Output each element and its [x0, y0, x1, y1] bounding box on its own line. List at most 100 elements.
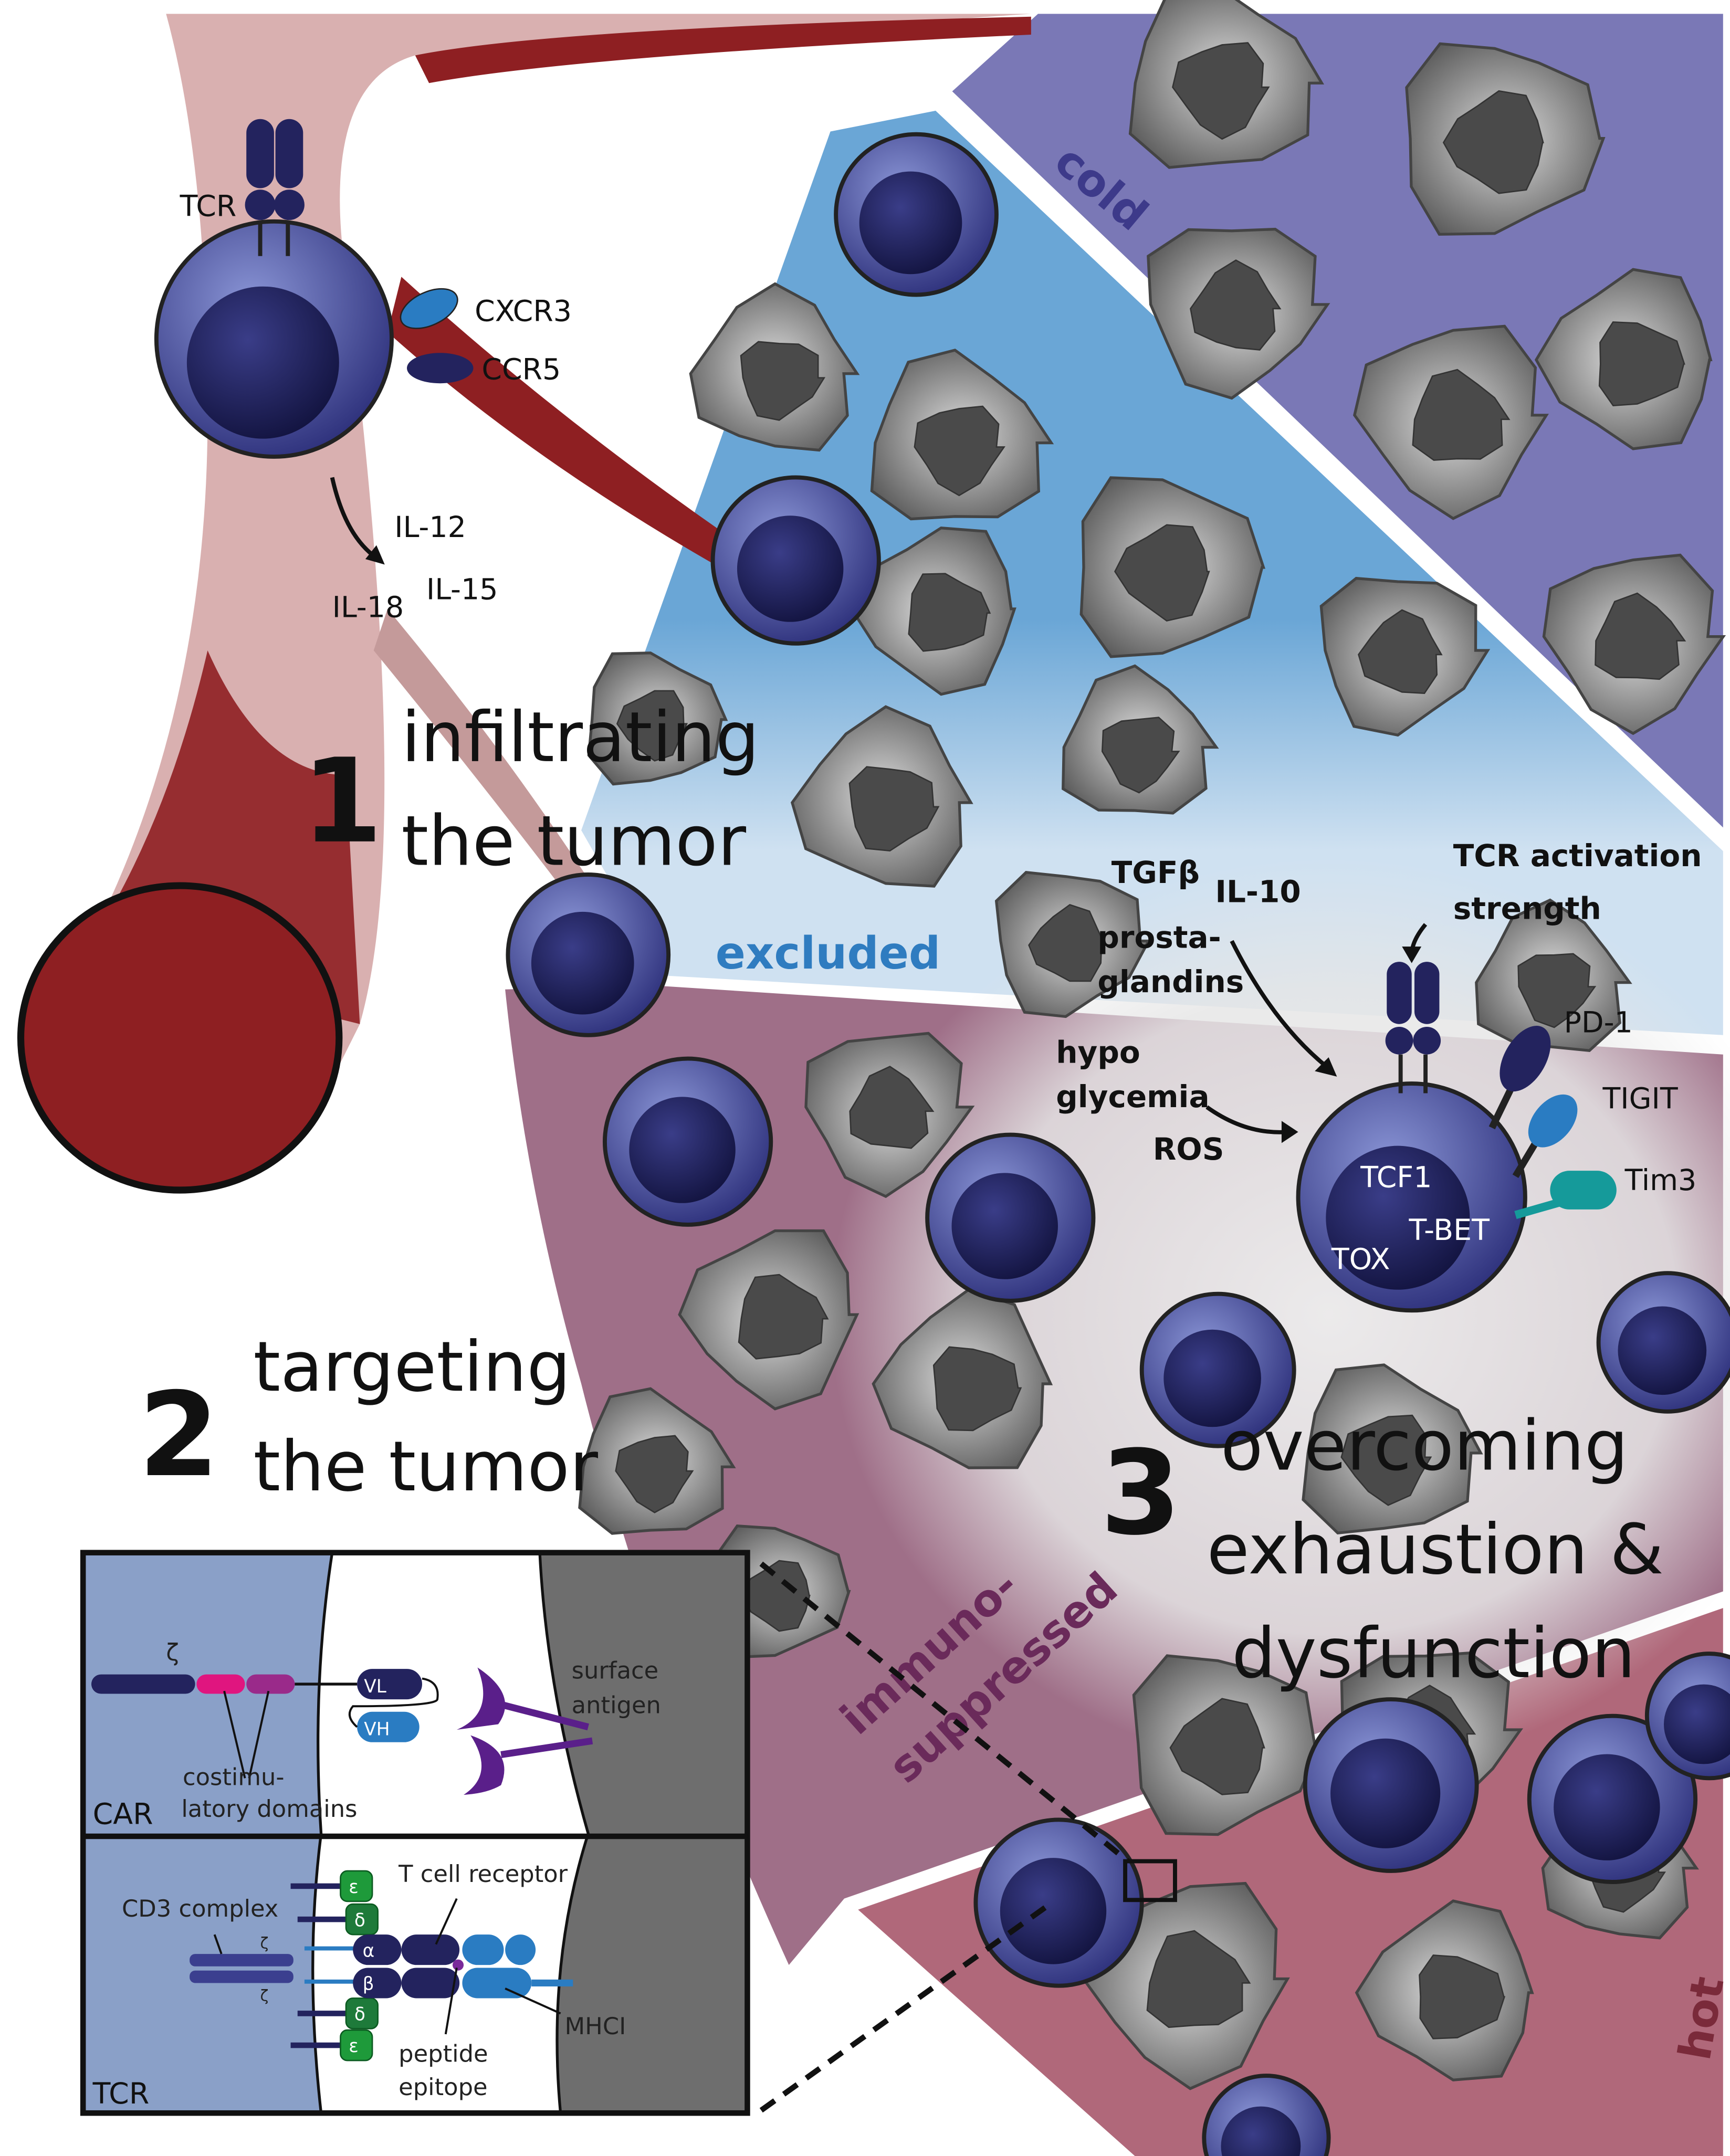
tumor-cell [1147, 227, 1330, 400]
label-tgfb: TGFβ [1112, 855, 1200, 890]
label-ccr5: CCR5 [481, 353, 561, 386]
tumor-cell [850, 526, 1016, 696]
tumor-cell [1405, 42, 1606, 236]
tcr-zeta-2: ζ [260, 1987, 269, 2005]
label-tox: TOX [1331, 1243, 1390, 1276]
tumor-cell [1353, 324, 1549, 520]
t-cell [834, 132, 999, 297]
tcr-receptor-icon [245, 119, 305, 256]
label-hypo: hypo [1056, 1035, 1140, 1070]
cxcr3-receptor-icon [400, 288, 458, 329]
t-cell [1139, 1291, 1296, 1448]
cd3-delta-1: δ [354, 1910, 365, 1931]
t-cell [506, 872, 671, 1037]
tcell-top [154, 119, 474, 565]
pd1-receptor-icon [1488, 1026, 1551, 1130]
tumor-cell [587, 651, 728, 786]
label-surface: surface [572, 1657, 659, 1685]
label-peptide: peptide [399, 2040, 488, 2068]
step3-line1: overcoming [1221, 1406, 1628, 1486]
label-cxcr3: CXCR3 [475, 295, 572, 329]
label-mhci: MHCI [564, 2012, 626, 2040]
cd3-epsilon-1: ε [349, 1877, 359, 1898]
vh-domain [357, 1711, 420, 1742]
vl-domain [357, 1669, 422, 1700]
step3-line2: exhaustion & [1207, 1510, 1664, 1590]
zone-label-excluded: excluded [716, 928, 941, 979]
label-vh: VH [364, 1719, 390, 1740]
zone-cold [952, 14, 1723, 828]
tumor-cell [790, 705, 973, 888]
label-il18: IL-18 [332, 591, 404, 625]
tim3-receptor-icon [1514, 1171, 1617, 1219]
t-cell [1527, 1713, 1698, 1884]
tcr-complex [190, 1870, 573, 2062]
t-cell [973, 1817, 1144, 1988]
t-cell [710, 475, 881, 646]
label-tcr: TCR [180, 190, 237, 223]
tumor-cell [1128, 0, 1324, 169]
tumor-cell [804, 1032, 975, 1198]
label-ros: ROS [1153, 1131, 1224, 1167]
tumor-cell [994, 871, 1151, 1018]
step2-line2: the tumor [253, 1427, 598, 1507]
tumor-cell [1542, 553, 1726, 735]
label-il15: IL-15 [426, 573, 498, 606]
t-cell [1303, 1697, 1479, 1873]
tumor-cell [1132, 1654, 1323, 1836]
t-cell [925, 1132, 1096, 1303]
costim-domain-2 [246, 1674, 295, 1694]
label-strength: strength [1453, 890, 1601, 926]
label-il12: IL-12 [394, 511, 466, 544]
t-cell [1596, 1271, 1730, 1414]
step3-number: 3 [1100, 1426, 1181, 1561]
tumor-cell [872, 1288, 1053, 1469]
antigen-icon-2 [464, 1735, 505, 1795]
tumor-cell [678, 1229, 859, 1411]
label-tcf1: TCF1 [1360, 1161, 1432, 1195]
ccr5-receptor-icon [406, 353, 474, 384]
car-zeta-domain [91, 1674, 195, 1694]
label-cd3: CD3 complex [122, 1895, 278, 1922]
costim-domain-1 [196, 1674, 245, 1694]
inset-label-car: CAR [93, 1797, 153, 1831]
step1-line1: infiltrating [401, 698, 759, 778]
zoom-line-top [759, 1561, 1130, 1864]
label-costim2: latory domains [181, 1795, 357, 1823]
antigen-icon-1 [456, 1667, 506, 1730]
label-glandins: glandins [1097, 964, 1244, 1000]
tcr-zeta-1: ζ [260, 1934, 269, 1952]
t-cell [602, 1056, 773, 1227]
step3-line3: dysfunction [1232, 1614, 1635, 1694]
tumor-cell [689, 282, 860, 452]
tumor-cell [1079, 476, 1266, 658]
tumor-cell [1534, 268, 1713, 450]
tumor-cell [870, 349, 1054, 521]
label-tigit: TIGIT [1602, 1082, 1677, 1116]
tigit-receptor-icon [1512, 1094, 1578, 1179]
step1-line2: the tumor [401, 802, 746, 882]
tcr-alpha: α [363, 1940, 375, 1961]
zoom-line-bottom [759, 1900, 1054, 2113]
label-tcr-activation: TCR activation [1453, 838, 1702, 874]
label-antigen: antigen [572, 1691, 661, 1719]
step2-number: 2 [139, 1368, 219, 1503]
car-zeta: ζ [166, 1638, 179, 1666]
cd3-epsilon-2: ε [349, 2036, 359, 2057]
step1-number: 1 [302, 734, 383, 869]
label-t-cell-receptor: T cell receptor [398, 1860, 568, 1888]
cd3-delta-2: δ [354, 2004, 365, 2025]
tumor-cell [1355, 1899, 1534, 2081]
inset-car-tcr [80, 1550, 750, 2116]
step2-line1: targeting [253, 1327, 571, 1407]
label-tbet: T-BET [1408, 1214, 1490, 1247]
label-glycemia: glycemia [1056, 1079, 1209, 1114]
tumor-cell [578, 1387, 736, 1535]
label-tim3: Tim3 [1624, 1164, 1697, 1197]
label-costim1: costimu- [183, 1763, 285, 1791]
tcr-beta: β [363, 1974, 374, 1995]
label-vl: VL [364, 1676, 386, 1697]
label-il10: IL-10 [1215, 874, 1301, 910]
label-epitope: epitope [399, 2073, 487, 2101]
